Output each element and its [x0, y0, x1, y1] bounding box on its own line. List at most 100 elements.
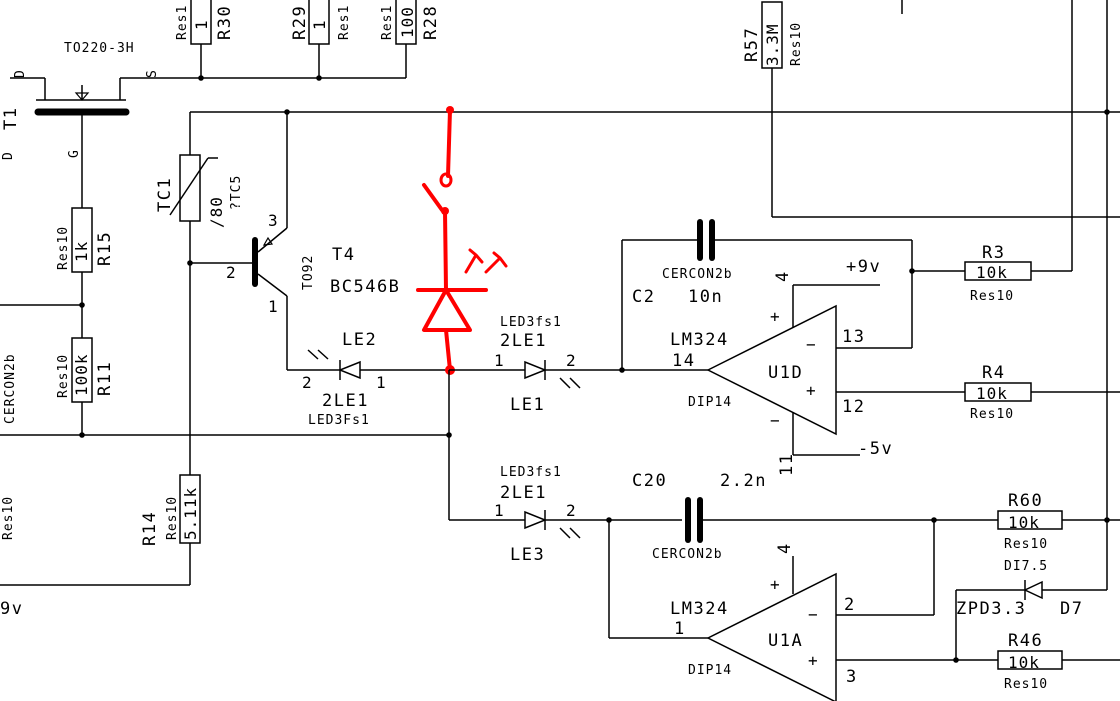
u1d-pin4: 4 [773, 270, 793, 282]
u1a-plus: + [808, 651, 819, 670]
r14-name: R14 [140, 511, 160, 546]
r30-value: 1 [192, 19, 211, 30]
le3-name: LE3 [510, 545, 545, 565]
le1-package: LED3fs1 [500, 315, 562, 330]
d7-type: DI7.5 [1004, 559, 1048, 574]
r60-name: R60 [1008, 491, 1043, 511]
transistor-t4: 3 2 1 TO92 T4 BC546B [190, 112, 400, 371]
le1-pin1: 1 [494, 351, 505, 370]
r28-value: 100 [398, 6, 417, 38]
led-le2: LE2 2 1 2LE1 LED3Fs1 [302, 330, 449, 428]
le3-package: LED3fs1 [500, 465, 562, 480]
t4-pin1: 1 [268, 297, 279, 316]
u1d-part: LM324 [670, 330, 729, 350]
le1-name: LE1 [510, 395, 545, 415]
u1d-plus-top: + [770, 307, 781, 326]
q1-pin-s: S [145, 69, 160, 78]
resistor-r28: Res1 100 R28 [380, 0, 441, 78]
mosfet-q1: TO220-3H D S G T1 D [1, 41, 160, 208]
u1a-minus: − [808, 605, 819, 624]
capacitor-c2: CERCON2b C2 10n [621, 219, 913, 370]
left-res-partial: Res10 [1, 496, 16, 540]
u1a-part: LM324 [670, 599, 729, 619]
le2-type: 2LE1 [322, 391, 369, 411]
r28-name: R28 [421, 5, 441, 40]
q1-label-partial: T1 [1, 107, 21, 130]
r4-value: 10k [976, 384, 1008, 403]
le3-pin2: 2 [566, 501, 577, 520]
u1d-vneg: -5v [858, 439, 893, 459]
thermistor-tc1: TC1 /80 ?TC5 [155, 154, 244, 228]
t4-pin2: 2 [226, 263, 237, 282]
resistor-r15: Res10 1k R15 [56, 207, 115, 273]
r30-name: R30 [215, 5, 235, 40]
u1a-plus-top: + [770, 575, 781, 594]
r3-name: R3 [982, 243, 1005, 263]
resistor-r29: R29 1 Res1 [290, 0, 352, 78]
resistor-r60: R60 10k Res10 [997, 491, 1120, 552]
r3-type: Res10 [970, 289, 1014, 304]
r3-value: 10k [976, 263, 1008, 282]
r29-value: 1 [310, 19, 329, 30]
r28-type: Res1 [380, 5, 395, 40]
q1-pin-g: G [67, 149, 82, 158]
r4-name: R4 [982, 363, 1005, 383]
left-cap-partial: CERCON2b [3, 353, 18, 424]
r46-value: 10k [1008, 653, 1040, 672]
r29-name: R29 [290, 5, 310, 40]
r11-type: Res10 [56, 354, 71, 398]
opamp-u1a: LM324 1 U1A DIP14 − + + 2 3 4 [608, 520, 998, 701]
led-le3: LED3fs1 2LE1 1 2 LE3 [449, 465, 682, 565]
c2-name: C2 [632, 287, 655, 307]
le2-package: LED3Fs1 [308, 413, 370, 428]
q1-pin-d: D [13, 69, 28, 78]
r46-type: Res10 [1004, 677, 1048, 692]
le1-type: 2LE1 [500, 331, 547, 351]
t4-package: TO92 [301, 255, 316, 290]
tc1-type: ?TC5 [229, 175, 244, 210]
t4-part: BC546B [330, 277, 400, 297]
r30-type: Res1 [175, 5, 190, 40]
r57-type: Res10 [789, 22, 804, 66]
r60-type: Res10 [1004, 537, 1048, 552]
u1a-pin4: 4 [775, 542, 795, 554]
c20-name: C20 [632, 471, 667, 491]
u1d-package: DIP14 [688, 395, 732, 410]
t4-name: T4 [332, 245, 355, 265]
t4-pin3: 3 [268, 211, 279, 230]
u1d-minus: − [806, 335, 817, 354]
le2-pin2: 2 [302, 373, 313, 392]
d7-value: ZPD3.3 [956, 599, 1026, 619]
resistor-r57: R57 3.3M Res10 [742, 1, 1120, 218]
r15-value: 1k [72, 241, 91, 262]
resistor-r30: Res1 1 R30 [175, 0, 235, 78]
resistor-r14: R14 Res10 5.11k [0, 474, 201, 586]
tc1-name: TC1 [155, 177, 175, 212]
u1d-name: U1D [768, 363, 803, 383]
r14-value: 5.11k [181, 487, 200, 540]
c2-type: CERCON2b [662, 267, 733, 282]
le2-pin1: 1 [376, 373, 387, 392]
u1a-name: U1A [768, 631, 803, 651]
le3-pin1: 1 [494, 501, 505, 520]
u1a-pin3: 3 [846, 667, 858, 687]
le1-pin2: 2 [566, 351, 577, 370]
left-supply-partial: 9v [0, 599, 23, 619]
capacitor-c20: C20 2.2n CERCON2b [632, 471, 998, 562]
q1-label-partial2: D [1, 151, 16, 160]
u1d-pin12: 12 [842, 397, 865, 417]
r14-type: Res10 [165, 496, 180, 540]
r15-name: R15 [95, 231, 115, 266]
c20-value: 2.2n [720, 471, 767, 491]
r57-value: 3.3M [763, 23, 782, 66]
led-le1: LED3fs1 2LE1 1 2 LE1 [449, 315, 622, 415]
c2-value: 10n [688, 287, 723, 307]
u1a-pin1: 1 [674, 619, 686, 639]
c20-type: CERCON2b [652, 547, 723, 562]
resistor-r46: R46 10k Res10 [997, 631, 1120, 692]
d7-name: D7 [1060, 599, 1083, 619]
u1a-pin2: 2 [844, 595, 856, 615]
r60-value: 10k [1008, 513, 1040, 532]
resistor-r3: R3 10k Res10 [964, 243, 1072, 304]
